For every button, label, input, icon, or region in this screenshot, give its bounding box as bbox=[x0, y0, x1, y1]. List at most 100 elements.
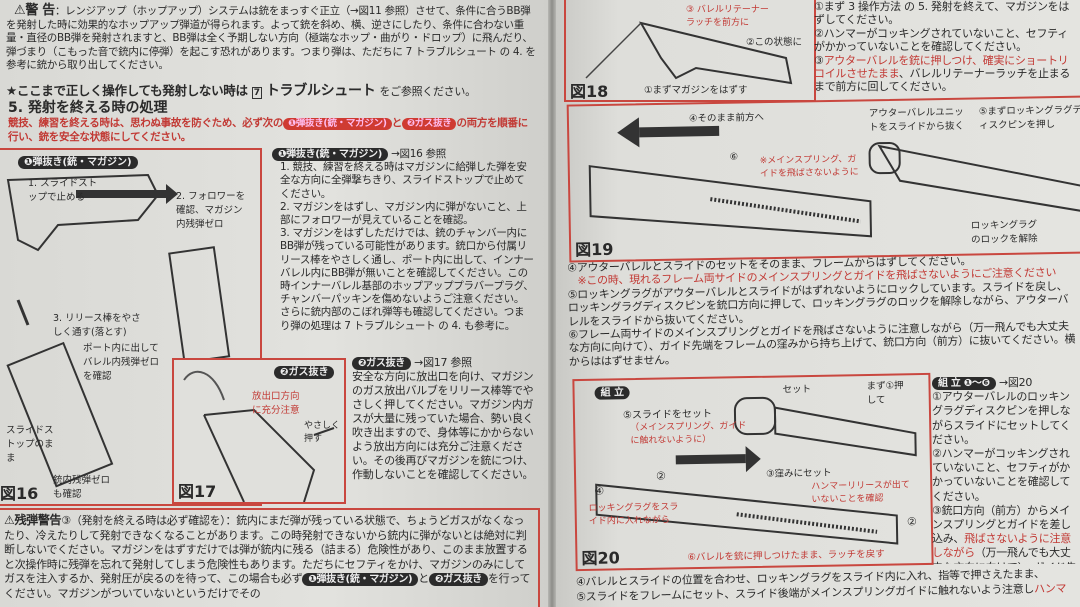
and-text: と bbox=[418, 572, 429, 585]
assembly-pill: 組 立 ❶〜❻ bbox=[932, 377, 996, 390]
step-num: ④ bbox=[575, 575, 586, 589]
unload-pill: ❶弾抜き(銃・マガジン) bbox=[283, 118, 392, 130]
star-note-after: をご参照ください。 bbox=[379, 85, 476, 98]
magazine-illustration bbox=[183, 370, 335, 502]
figure-20: 組 立 セット まず①押して ⑤スライドをセット （メインスプリング、ガイドに触… bbox=[572, 372, 934, 572]
step-num: ⑤ bbox=[567, 288, 578, 302]
fig20-callout: ハンマーリリースが出ていないことを確認 bbox=[811, 480, 910, 505]
intro-text: 競技、練習を終える時は、思わぬ事故を防ぐため、必ず次の bbox=[8, 117, 284, 129]
left-manual-page: ⚠警 告：レンジアップ（ホップアップ）システムは銃をまっすぐ正立（→図11 参照… bbox=[0, 0, 548, 607]
step-warning: ハンマ bbox=[1033, 581, 1067, 596]
troubleshoot-ref: トラブルシュート bbox=[265, 83, 376, 99]
intro-and: と bbox=[391, 117, 403, 129]
assembly-steps-bottom: ④バレルとスライドの位置を合わせ、ロッキングラグをスライド内に入れ、指等で押さえ… bbox=[576, 565, 1080, 604]
step-text: 、バレルリテーナーラッチを止まるまで前方に回してください。 bbox=[814, 67, 1071, 94]
step-text: ハンマーがコッキングされていないこと、セフティがかかっていないことを確認してくだ… bbox=[814, 26, 1068, 54]
pistol-illustration bbox=[585, 21, 793, 85]
chapter-badge: 7 bbox=[251, 87, 262, 99]
step-num: ② bbox=[814, 26, 824, 40]
step-text: （万一飛んでも大丈夫な方向に向けて）、ガイド先端をフレームの窪みに合わせてくださ… bbox=[932, 546, 1077, 564]
step-item: ③アウターバレルを銃に押しつけ、確実にショートリコイルさせたまま、バレルリテーナ… bbox=[814, 54, 1078, 94]
fig20-callout: ロッキングラグをスライド内に入れながら bbox=[588, 502, 679, 527]
unload-pill: ❶弾抜き(銃・マガジン) bbox=[302, 573, 419, 586]
fig20-callout: ③窪みにセット bbox=[765, 467, 832, 480]
fig20-callout: ② bbox=[655, 469, 667, 483]
step-text: まず 3 操作方法 の 5. 発射を終えて、マガジンをはずしてください。 bbox=[814, 0, 1070, 27]
disassembly-steps-mid: ④アウターバレルとスライドのセットをそのまま、フレームからはずしてください。 ※… bbox=[567, 253, 1077, 369]
step-num: ⑥ bbox=[568, 328, 579, 342]
fig20-callout: ② bbox=[906, 515, 917, 529]
degas-section: ❷ガス抜き →図17 参照 安全な方向に放出口を向け、マガジンのガス放出バルブを… bbox=[352, 356, 535, 482]
fig16-label: 図16 bbox=[0, 484, 39, 503]
fig20-callout: ④ bbox=[594, 484, 605, 498]
fig17-label: 図17 bbox=[178, 482, 217, 501]
unload-pill: ❶弾抜き(銃・マガジン) bbox=[272, 148, 389, 161]
fig19-callout: ④そのまま前方へ bbox=[688, 112, 765, 125]
step-item: ③銃口方向（前方）からメインスプリングとガイドを差し込み、飛ばさないように注意し… bbox=[932, 504, 1078, 564]
step-warning: 飛ばさないように注意しながら bbox=[932, 532, 1071, 560]
step-num: ③ bbox=[932, 503, 942, 517]
step-warning: アウターバレルを銃に押しつけ、確実にショートリコイルさせたまま bbox=[814, 53, 1069, 81]
arrow-left-icon bbox=[639, 125, 720, 138]
fig16-callout: 銃内残弾ゼロも確認 bbox=[53, 475, 111, 500]
step-item: ②ハンマーがコッキングされていないこと、セフティがかかっていないことを確認してく… bbox=[814, 27, 1078, 54]
fig19-callout: ※メインスプリング、ガイドを飛ばさないように bbox=[759, 154, 859, 180]
fig16-callout: 3. リリース棒をやさしく通す(落とす) bbox=[53, 313, 141, 338]
step-text: 銃口方向（前方）からメインスプリングとガイドを差し込み、 bbox=[932, 503, 1071, 546]
fig20-callout: セット bbox=[782, 383, 812, 396]
star-note: ★ここまで正しく操作しても発射しない時は 7 トラブルシュート をご参照ください… bbox=[6, 80, 476, 100]
step-num: ② bbox=[932, 447, 942, 461]
arrow-right-icon bbox=[76, 190, 166, 198]
fig19-callout: ロッキングラグのロックを解除 bbox=[970, 219, 1038, 246]
disassembly-illustration bbox=[588, 117, 1080, 238]
step-num: ① bbox=[932, 390, 942, 404]
fig20-callout: （メインスプリング、ガイドに触れないように） bbox=[630, 421, 747, 447]
fig19-callout: アウターバレルユニットをスライドから抜く bbox=[868, 106, 965, 134]
degas-pill: ❷ガス抜き bbox=[401, 118, 457, 130]
residual-warning-label: ⚠残弾警告 bbox=[4, 513, 62, 527]
figure-ref: →図16 参照 bbox=[391, 148, 446, 160]
residual-warning-text: ③（発射を終える時は必ず確認を）：銃内にまだ弾が残っている状態で、ちょうどガスが… bbox=[4, 514, 528, 585]
intro-after: の両方を順番に行い、銃を安全な状態にしてください。 bbox=[8, 117, 528, 143]
fig20-label: 図20 bbox=[581, 548, 620, 569]
fig18-callout: ③ バレルリテーナーラッチを前方に bbox=[686, 5, 769, 28]
fig18-callout: ①まずマガジンをはずす bbox=[644, 85, 748, 96]
book-gutter bbox=[548, 0, 556, 607]
fig18-callout: ②この状態に bbox=[746, 37, 803, 48]
fig20-callout: まず①押して bbox=[866, 380, 904, 407]
step-num: ④ bbox=[567, 261, 577, 275]
figure-19: ④そのまま前方へ ⑥ ※メインスプリング、ガイドを飛ばさないように アウターバレ… bbox=[566, 95, 1080, 263]
warning-label: ⚠警 告 bbox=[14, 3, 55, 18]
fig16-callout: スライドストップのまま bbox=[6, 425, 54, 464]
degas-pill: ❷ガス抜き bbox=[352, 357, 411, 370]
star-note-text: ★ここまで正しく操作しても発射しない時は bbox=[6, 83, 248, 98]
figure-16: ❶弾抜き(銃・マガジン) 1. スライドストップで止める 2. フォロワーを確認… bbox=[0, 148, 262, 506]
figure-ref: →図17 参照 bbox=[414, 356, 472, 369]
figure-18: ③ バレルリテーナーラッチを前方に ②この状態に ①まずマガジンをはずす 図18 bbox=[564, 0, 816, 102]
warning-paragraph: ⚠警 告：レンジアップ（ホップアップ）システムは銃をまっすぐ正立（→図11 参照… bbox=[6, 0, 536, 73]
step-num: ③ bbox=[814, 53, 824, 67]
right-manual-page: ③ バレルリテーナーラッチを前方に ②この状態に ①まずマガジンをはずす 図18… bbox=[556, 0, 1080, 607]
section-title: 5. 発射を終える時の処理 bbox=[8, 100, 168, 116]
fig19-label: 図19 bbox=[575, 239, 614, 260]
fig17-pill: ❷ガス抜き bbox=[274, 366, 335, 379]
fig19-callout: ⑥ bbox=[729, 151, 739, 163]
fig16-callout: ポート内に出してバレル内残弾ゼロを確認 bbox=[83, 343, 160, 382]
fig17-callout: 放出口方向に充分注意 bbox=[252, 391, 300, 416]
fig17-callout: やさしく押す bbox=[304, 421, 341, 444]
unload-section: ❶弾抜き(銃・マガジン) →図16 参照 1. 競技、練習を終える時はマガジンに… bbox=[272, 148, 534, 333]
unload-step: 1. 競技、練習を終える時はマガジンに給弾した弾を安全な方向に全弾撃ちきり、スラ… bbox=[280, 161, 527, 200]
assembly-illustration bbox=[595, 396, 917, 545]
assembly-steps: 組 立 ❶〜❻ →図20 ①アウターバレルのロッキングラグディスクピンを押しなが… bbox=[932, 376, 1078, 564]
step-text: ハンマーがコッキングされていないこと、セフティがかかっていないことを確認してくだ… bbox=[932, 447, 1071, 503]
fig16-pill: ❶弾抜き(銃・マガジン) bbox=[18, 156, 138, 169]
step-num: ⑤ bbox=[576, 590, 586, 604]
step-item: ⑥フレーム両サイドのメインスプリングとガイドを飛ばさないように注意しながら（万一… bbox=[568, 320, 1077, 369]
fig16-callout: 2. フォロワーを確認、マガジン内残弾ゼロ bbox=[176, 191, 246, 230]
fig19-callout: ⑤まずロッキングラグディスクピンを押し bbox=[978, 104, 1080, 132]
step-item: ②ハンマーがコッキングされていないこと、セフティがかかっていないことを確認してく… bbox=[932, 447, 1078, 504]
step-item: ①まず 3 操作方法 の 5. 発射を終えて、マガジンをはずしてください。 bbox=[814, 0, 1078, 27]
unload-step: 2. マガジンをはずし、マガジン内に弾がないこと、上部にフォロワーが見えているこ… bbox=[280, 200, 527, 227]
arrow-right-icon bbox=[675, 454, 746, 465]
